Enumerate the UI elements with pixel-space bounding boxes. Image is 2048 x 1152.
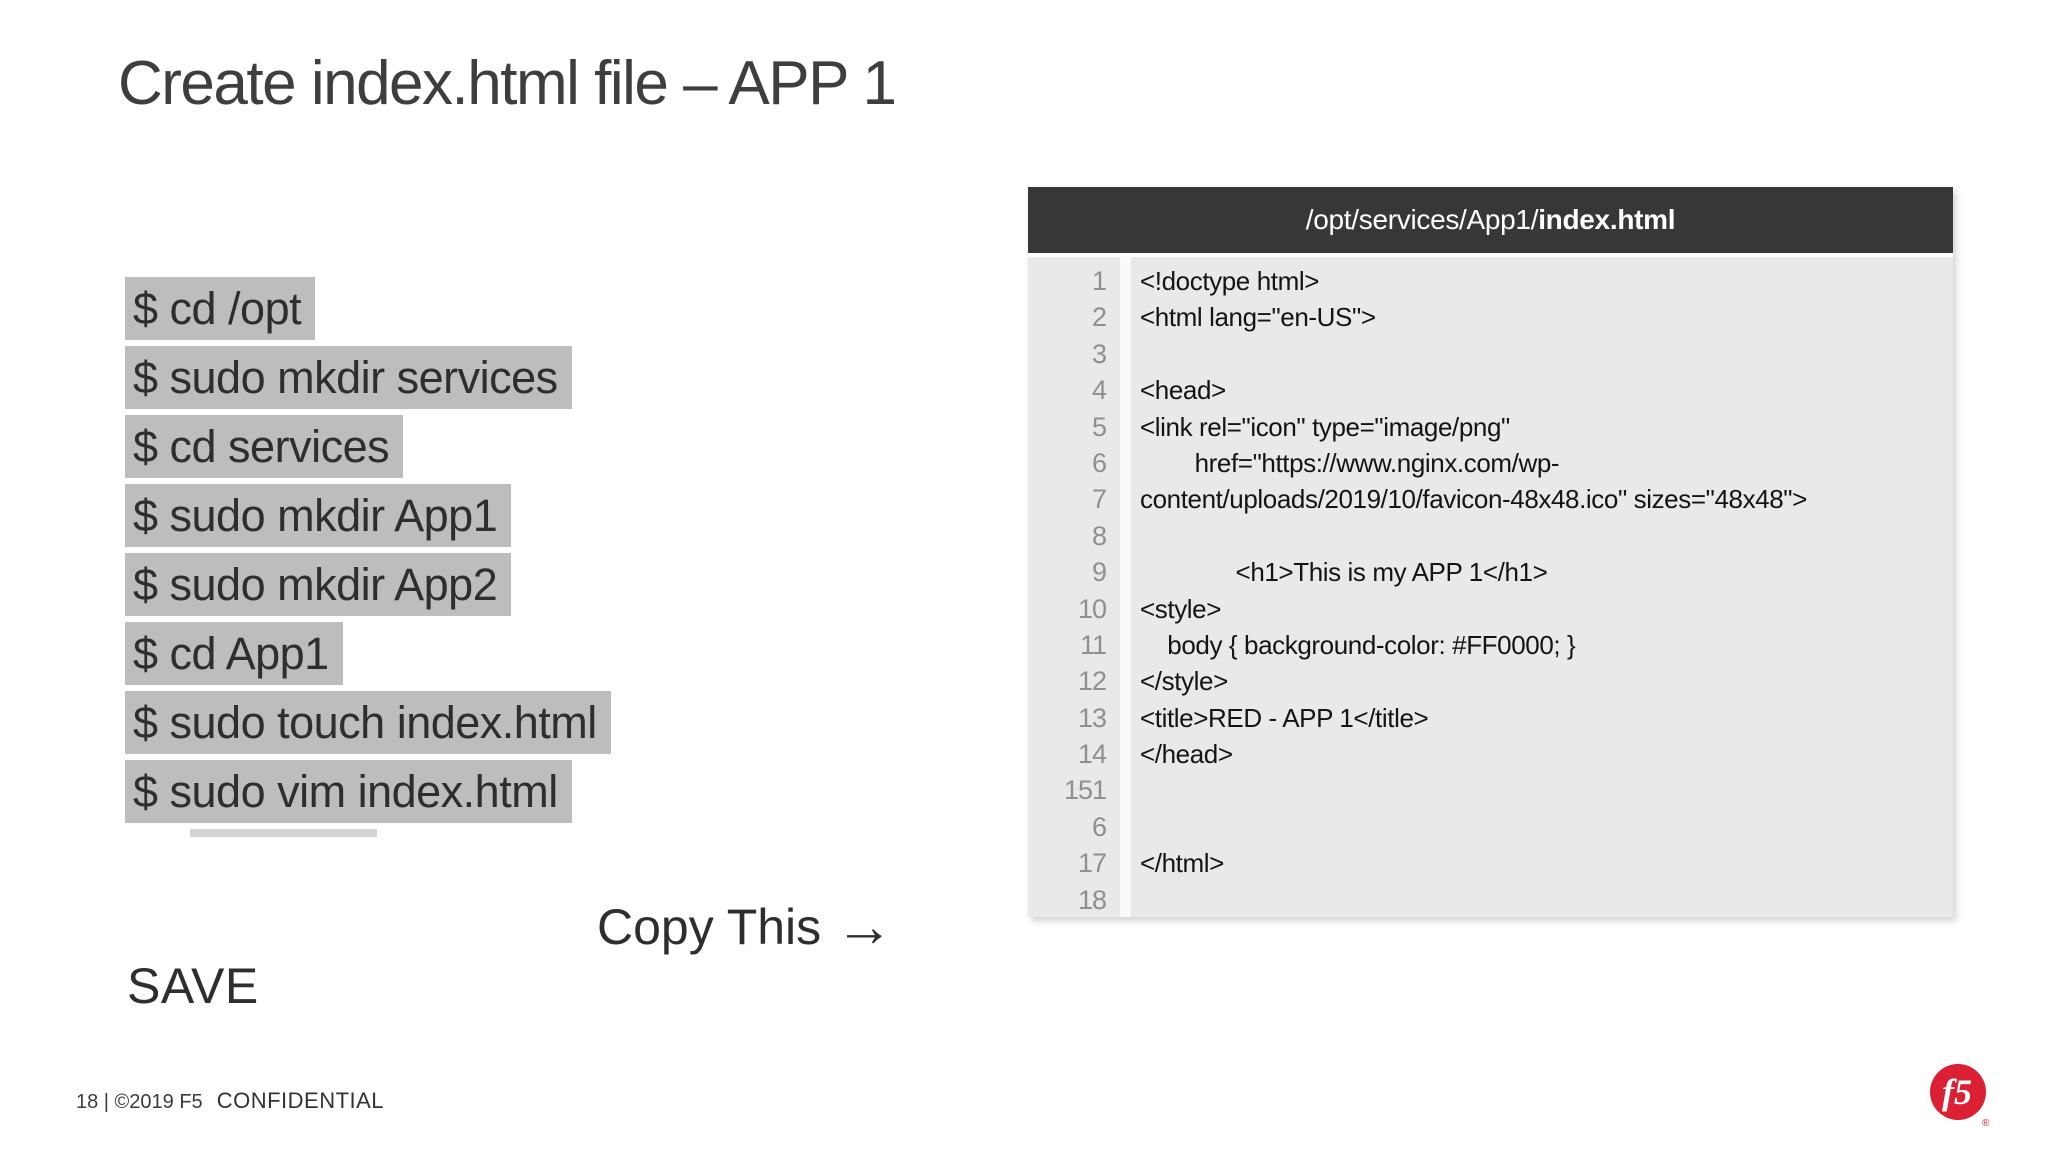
code-line: 2 <html lang="en-US"> (1028, 299, 1953, 335)
code-text: href="https://www.nginx.com/wp- (1140, 447, 1560, 478)
line-number: 18 (1077, 884, 1107, 915)
right-arrow-icon: → (835, 894, 894, 959)
code-text: <style> (1140, 593, 1222, 624)
terminal-command-text: $ sudo touch index.html (133, 697, 597, 748)
code-line: 5 <link rel="icon" type="image/png" (1028, 409, 1953, 445)
terminal-command: $ sudo touch index.html (125, 691, 611, 754)
page-number-copyright: 18 | ©2019 F5 (76, 1091, 203, 1113)
terminal-command: $ sudo mkdir services (125, 346, 572, 409)
code-text: </style> (1140, 666, 1228, 697)
code-line: 14 </head> (1028, 736, 1953, 772)
line-number: 5 (1091, 411, 1107, 442)
code-line: 3 (1028, 336, 1953, 372)
slide-footer: 18 | ©2019 F5 CONFIDENTIAL (76, 1088, 384, 1114)
line-number: 6 (1091, 811, 1107, 842)
line-number: 8 (1091, 520, 1107, 551)
code-text: <title>RED - APP 1</title> (1140, 702, 1429, 733)
code-text (1120, 809, 1953, 845)
terminal-command-text: $ sudo mkdir App1 (133, 490, 498, 541)
code-line: 12 </style> (1028, 663, 1953, 699)
code-line: 6 href="https://www.nginx.com/wp- (1028, 445, 1953, 481)
confidential-label: CONFIDENTIAL (216, 1088, 385, 1113)
registered-mark: ® (1982, 1118, 1990, 1128)
f5-logo-text: f5 (1942, 1072, 1972, 1112)
line-number: 11 (1079, 629, 1107, 660)
code-text (1120, 336, 1953, 372)
line-number: 10 (1077, 593, 1107, 624)
code-line: 11 body { background-color: #FF0000; } (1028, 627, 1953, 663)
code-editor-panel: /opt/services/App1/index.html 1 <!doctyp… (1028, 187, 1953, 917)
code-text: <html lang="en-US"> (1140, 302, 1376, 333)
terminal-command: $ cd services (125, 415, 404, 478)
code-text: <link rel="icon" type="image/png" (1140, 411, 1510, 442)
code-editor-body: 1 <!doctype html> 2 <html lang="en-US"> … (1028, 257, 1953, 917)
terminal-command-text: $ cd services (133, 421, 390, 472)
code-text: </head> (1140, 739, 1233, 770)
code-line: 6 (1028, 809, 1953, 845)
code-text: <head> (1140, 375, 1226, 406)
terminal-command: $ sudo vim index.html (125, 760, 572, 823)
code-text (1120, 518, 1953, 554)
code-line: 7 content/uploads/2019/10/favicon-48x48.… (1028, 481, 1953, 517)
line-number: 14 (1077, 739, 1107, 770)
code-text: <!doctype html> (1140, 266, 1319, 296)
code-line: 10 <style> (1028, 591, 1953, 627)
code-line: 18 (1028, 882, 1953, 918)
line-number: 3 (1091, 338, 1107, 369)
line-number: 17 (1077, 848, 1107, 879)
terminal-command-text: $ sudo mkdir services (133, 352, 558, 403)
terminal-command: $ cd /opt (125, 277, 316, 340)
code-line: 151 (1028, 772, 1953, 808)
code-line: 9 <h1>This is my APP 1</h1> (1028, 554, 1953, 590)
line-number: 12 (1077, 666, 1107, 697)
copy-this-label: Copy This (597, 899, 822, 955)
line-number: 2 (1091, 302, 1107, 333)
copy-this-hint: Copy This→ (597, 893, 893, 960)
line-number: 151 (1063, 775, 1107, 806)
file-name: index.html (1538, 204, 1676, 235)
code-text (1120, 882, 1953, 918)
code-text: <h1>This is my APP 1</h1> (1140, 557, 1548, 588)
code-line: 8 (1028, 518, 1953, 554)
save-label: SAVE (127, 958, 259, 1014)
line-number: 6 (1091, 447, 1107, 478)
code-line: 13 <title>RED - APP 1</title> (1028, 700, 1953, 736)
line-number: 1 (1091, 266, 1107, 296)
f5-logo-icon: f5 ® (1928, 1062, 1992, 1129)
code-text (1120, 772, 1953, 808)
code-line: 4 <head> (1028, 372, 1953, 408)
terminal-command: $ sudo mkdir App1 (125, 484, 512, 547)
terminal-command-text: $ sudo vim index.html (133, 766, 558, 817)
highlight-artifact (190, 829, 377, 837)
terminal-commands: $ cd /opt $ sudo mkdir services $ cd ser… (125, 277, 611, 829)
line-number: 9 (1091, 557, 1107, 588)
terminal-command-text: $ cd /opt (133, 283, 302, 334)
code-line: 1 <!doctype html> (1028, 263, 1953, 299)
line-number: 13 (1077, 702, 1107, 733)
line-number: 7 (1091, 484, 1107, 515)
code-editor-title-bar: /opt/services/App1/index.html (1028, 187, 1953, 253)
terminal-command: $ sudo mkdir App2 (125, 553, 512, 616)
gutter-divider (1120, 257, 1131, 917)
code-line: 17 </html> (1028, 845, 1953, 881)
terminal-command-text: $ cd App1 (133, 628, 329, 679)
terminal-command-text: $ sudo mkdir App2 (133, 559, 498, 610)
terminal-command: $ cd App1 (125, 622, 343, 685)
file-path-prefix: /opt/services/App1/ (1305, 204, 1539, 235)
code-text: body { background-color: #FF0000; } (1140, 629, 1576, 660)
line-number: 4 (1091, 375, 1107, 406)
code-text: </html> (1140, 848, 1224, 879)
code-text: content/uploads/2019/10/favicon-48x48.ic… (1140, 484, 1807, 515)
page-title: Create index.html file – APP 1 (118, 49, 897, 118)
